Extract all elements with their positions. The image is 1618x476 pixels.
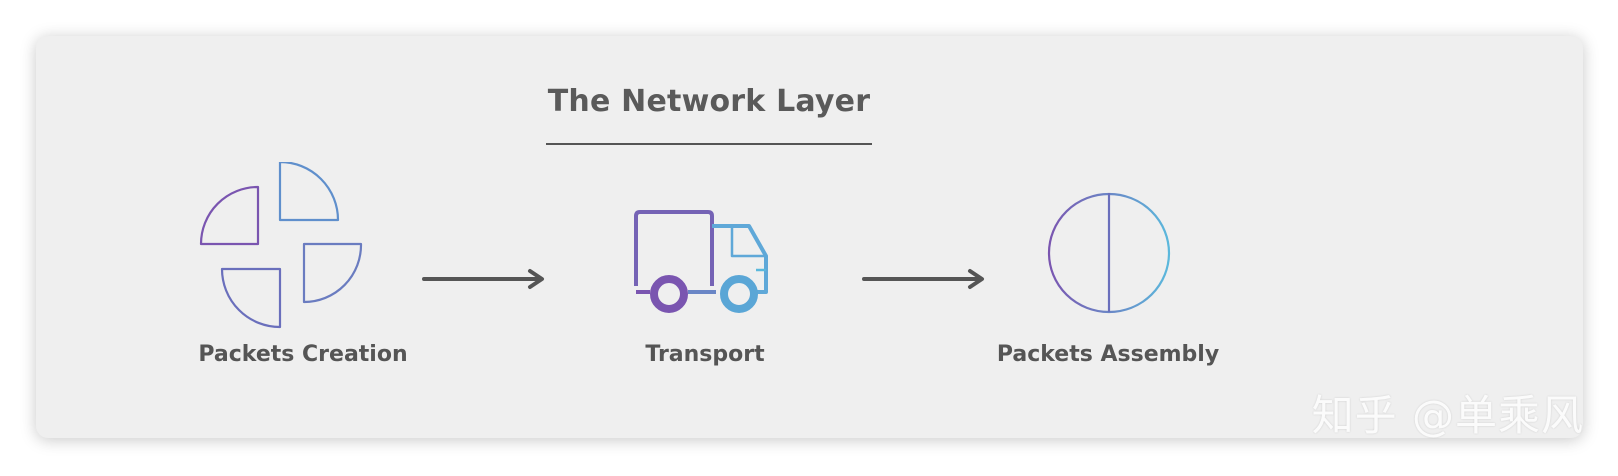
step-label-packets-creation: Packets Creation bbox=[198, 342, 408, 367]
assembled-circle-icon bbox=[1047, 192, 1171, 314]
step-label-packets-assembly: Packets Assembly bbox=[996, 342, 1220, 367]
diagram-card bbox=[36, 36, 1583, 438]
diagram-title: The Network Layer bbox=[547, 84, 871, 119]
arrow-right-icon bbox=[862, 269, 984, 289]
arrow-right-icon bbox=[422, 269, 544, 289]
title-underline bbox=[546, 143, 872, 145]
watermark-text: 知乎 @单乘风 bbox=[1311, 391, 1584, 440]
packet-pieces-icon bbox=[199, 162, 363, 329]
truck-icon bbox=[634, 210, 768, 313]
step-label-transport: Transport bbox=[645, 342, 765, 367]
